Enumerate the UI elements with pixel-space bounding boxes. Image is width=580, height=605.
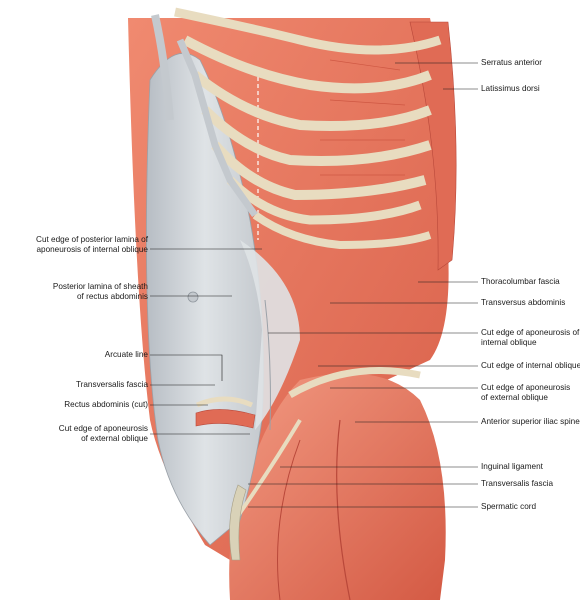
- label-internal-oblique-aponeurosis-cut: Cut edge of aponeurosis of internal obli…: [481, 328, 580, 347]
- label-external-oblique-aponeurosis-cut: Cut edge of aponeurosis of external obli…: [481, 383, 571, 402]
- label-transversus-abdominis: Transversus abdominis: [481, 298, 566, 307]
- leader-lines-right: [248, 62, 478, 508]
- spermatic-cord-shape: [229, 484, 247, 561]
- label-posterior-lamina-cut: Cut edge of posterior lamina of aponeuro…: [36, 235, 148, 254]
- label-posterior-lamina-sheath: Posterior lamina of sheath of rectus abd…: [52, 282, 148, 301]
- external-oblique-aponeurosis-edge: [264, 299, 271, 431]
- costal-cartilage: [151, 14, 258, 218]
- thigh-muscle-groove: [336, 419, 351, 601]
- label-internal-oblique-cut: Cut edge of internal oblique: [481, 361, 580, 370]
- arcuate-line-shape: [196, 396, 254, 408]
- iliac-crest-edge: [288, 367, 421, 399]
- thigh-muscle: [229, 373, 446, 600]
- label-transversalis-fascia-right: Transversalis fascia: [481, 479, 554, 488]
- label-spermatic-cord: Spermatic cord: [481, 502, 537, 511]
- inguinal-ligament-shape: [233, 418, 302, 522]
- serratus-anterior-fibers: [320, 59, 406, 176]
- label-latissimus-dorsi: Latissimus dorsi: [481, 84, 540, 93]
- leader-lines-left: [150, 248, 262, 435]
- rectus-abdominis-cut-shape: [195, 409, 256, 429]
- label-external-oblique-cut-left: Cut edge of aponeurosis of external obli…: [58, 424, 148, 443]
- ribs: [174, 7, 442, 250]
- label-transversalis-fascia-left: Transversalis fascia: [75, 380, 148, 389]
- thigh-muscle-groove-2: [277, 439, 301, 601]
- label-rectus-abdominis-cut: Rectus abdominis (cut): [64, 400, 148, 409]
- label-anterior-superior-iliac-spine: Anterior superior iliac spine: [481, 417, 580, 426]
- label-inguinal-ligament: Inguinal ligament: [481, 462, 543, 471]
- transversalis-fascia-sheet: [240, 240, 300, 430]
- label-arcuate-line: Arcuate line: [104, 350, 148, 359]
- label-thoracolumbar-fascia: Thoracolumbar fascia: [481, 277, 560, 286]
- label-serratus-anterior: Serratus anterior: [481, 58, 542, 67]
- umbilicus: [187, 291, 199, 303]
